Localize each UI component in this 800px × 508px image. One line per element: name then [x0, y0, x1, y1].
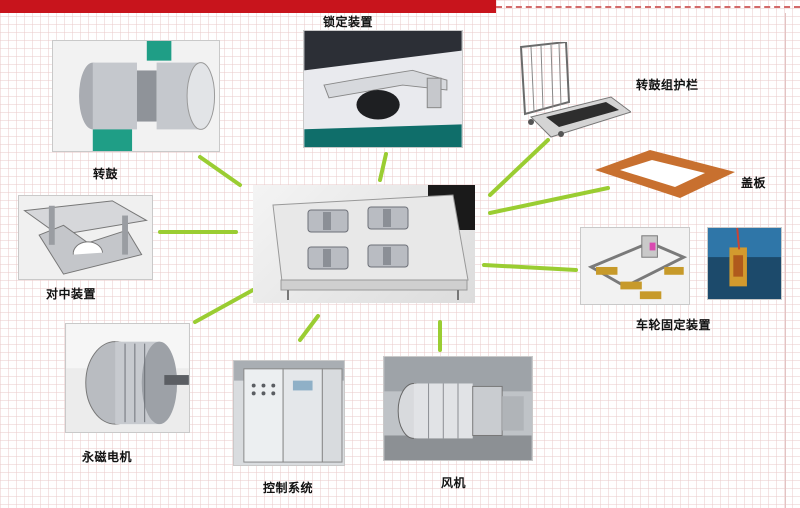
pm-motor-drawing: [66, 324, 189, 425]
label-drum-guard: 转鼓组护栏: [636, 78, 699, 92]
wheel-fixing-photo: [707, 227, 782, 300]
main-machine-drawing: [272, 185, 475, 300]
label-cover-plate: 盖板: [741, 176, 767, 190]
lock-device-drawing: [304, 31, 462, 147]
wheel-fixing-device-drawing: [587, 235, 688, 300]
header-dashed-rule: [496, 6, 800, 8]
lock-device-image: [303, 30, 463, 148]
centering-device-image: [18, 195, 153, 280]
drum-guard-drawing: [519, 42, 631, 138]
drum-image: [52, 40, 220, 152]
connector-control: [298, 314, 320, 342]
label-centering-device: 对中装置: [46, 287, 97, 301]
cover-plate-drawing: [595, 150, 735, 198]
drum-guard-image: [511, 42, 631, 142]
label-drum: 转鼓: [93, 167, 119, 181]
connector-lock-device: [378, 152, 388, 182]
pm-motor-image: [65, 323, 190, 433]
label-lock-device: 锁定装置: [323, 15, 374, 29]
connector-cover-plate: [488, 186, 610, 215]
centering-device-drawing: [23, 200, 148, 275]
header-red-bar: [0, 0, 496, 13]
label-fan: 风机: [441, 476, 467, 490]
connector-pm-motor: [193, 288, 255, 324]
label-pm-motor: 永磁电机: [82, 450, 133, 464]
wheel-fixing-photo-drawing: [708, 228, 781, 299]
connector-drum-guard: [488, 138, 550, 197]
fan-image: [383, 356, 533, 461]
label-control-system: 控制系统: [263, 481, 314, 495]
fan-drawing: [384, 357, 532, 460]
right-border-rule: [785, 13, 786, 508]
control-system-image: [233, 360, 345, 466]
connector-drum: [198, 155, 242, 187]
label-wheel-fixing-device: 车轮固定装置: [636, 318, 712, 332]
main-dynamometer-image: [253, 185, 475, 303]
connector-wheel-fixing: [482, 263, 578, 272]
wheel-fixing-device-image: [580, 227, 690, 305]
cover-plate-image: [595, 150, 735, 200]
drum-drawing: [79, 41, 216, 151]
control-system-drawing: [234, 361, 344, 463]
